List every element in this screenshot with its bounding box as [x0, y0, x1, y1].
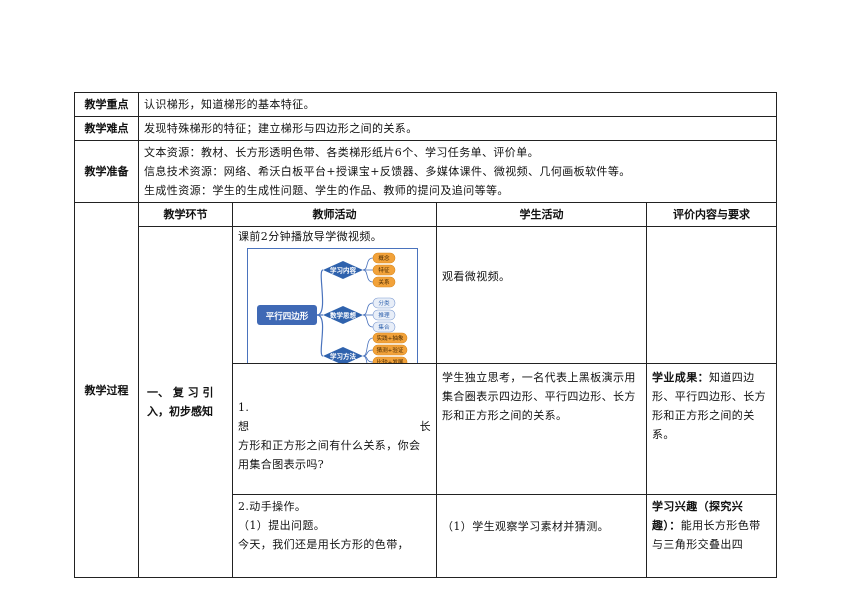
prep-line-generated-resources: 生成性资源：学生的生成性问题、学生的作品、教师的提问及追问等等。 [144, 184, 509, 197]
mindmap-leaf-pill [372, 321, 396, 333]
teacher-task1-hidden: 想 [238, 420, 250, 433]
teacher-ops-line-3: 今天，我们还是用长方形的色带， [238, 538, 409, 551]
mindmap-leaf-pill [372, 252, 396, 264]
mindmap-leaf-label: 概念 [378, 254, 390, 262]
mindmap-leaf-connector [362, 355, 368, 363]
mindmap-leaf-pill [372, 264, 396, 276]
mindmap-leaf-pill [372, 276, 396, 288]
mindmap-branches: 学习内容概念特征关系数学思想分类推理集合学习方法实践+抽象猜测+验证比较+发展集… [323, 252, 408, 363]
difficulty-text: 发现特殊梯形的特征；建立梯形与四边形之间的关系。 [138, 116, 777, 141]
header-stage: 教学环节 [138, 202, 233, 227]
teacher-ops-line-1: 2.动手操作。 [238, 500, 307, 513]
evaluation-interest-text: 能用长方形色带与三角形交叠出四 [652, 519, 761, 551]
prep-label: 教学准备 [74, 140, 139, 203]
student-think-cell: 学生独立思考，一名代表上黑板演示用集合圈表示四边形、平行四边形、长方形和正方形之… [436, 363, 647, 495]
mindmap-leaf-pill [372, 309, 396, 321]
key-point-text: 认识梯形，知道梯形的基本特征。 [138, 92, 777, 117]
mindmap-leaf-label: 比较+发展 [376, 358, 403, 363]
teacher-pre-class-cell: 课前2分钟播放导学微视频。 平行四边形 学习内容 概念特征关系数学思想 分类推理集合… [232, 226, 437, 364]
mindmap-branch-label: 学习内容 [330, 266, 357, 275]
teacher-task1-rest: 方形和正方形之间有什么关系，你会用集合图表示吗? [238, 439, 421, 471]
mindmap-branch-diamond [323, 347, 363, 363]
mindmap-leaf-label: 实践+抽象 [376, 334, 403, 342]
mindmap-branch-label: 数学思想 [330, 311, 357, 320]
difficulty-row: 教学难点 发现特殊梯形的特征；建立梯形与四边形之间的关系。 [74, 116, 777, 141]
task1-row: 1. 想 长 方形和正方形之间有什么关系，你会用集合图表示吗? 学生独立思考，一名… [75, 363, 777, 495]
prep-text: 文本资源：教材、长方形透明色带、各类梯形纸片6个、学习任务单、评价单。 信息技术… [138, 140, 777, 203]
key-point-label: 教学重点 [74, 92, 139, 117]
student-observe-cell: （1）学生观察学习素材并猜测。 [436, 494, 647, 578]
mindmap-connectors [316, 269, 324, 357]
teacher-task1-side: 长 [419, 420, 431, 433]
mindmap-leaf-connector [362, 269, 374, 283]
teacher-task1-prefix: 1. [238, 401, 250, 414]
mindmap-leaf-pill [372, 356, 408, 363]
mindmap-leaf-label: 猜测+验证 [376, 346, 403, 354]
prep-row: 教学准备 文本资源：教材、长方形透明色带、各类梯形纸片6个、学习任务单、评价单。… [74, 140, 777, 203]
difficulty-label: 教学难点 [74, 116, 139, 141]
mindmap-leaf-pill [372, 344, 408, 356]
evaluation-outcome-cell: 学业成果：知道四边形、平行四边形、长方形和正方形之间的关系。 [646, 363, 777, 495]
mindmap-center-label: 平行四边形 [266, 311, 309, 322]
mindmap-connector [316, 269, 324, 316]
prep-line-it-resources: 信息技术资源：网络、希沃白板平台+授课宝+反馈器、多媒体课件、微视频、几何画板软… [144, 165, 631, 178]
evaluation-outcome-text: 知道四边形、平行四边形、长方形和正方形之间的关系。 [652, 371, 766, 441]
teacher-pre-class-text: 课前2分钟播放导学微视频。 [238, 230, 383, 243]
mindmap-leaf-label: 集合 [378, 323, 390, 331]
mindmap-leaf-pill [372, 332, 408, 344]
mindmap-leaf-label: 推理 [378, 311, 390, 319]
mindmap-leaf-label: 特征 [378, 266, 390, 274]
evaluation-outcome-label: 学业成果： [652, 371, 709, 384]
process-label: 教学过程 [74, 202, 139, 578]
key-point-row: 教学重点 认识梯形，知道梯形的基本特征。 [74, 92, 777, 117]
mindmap-leaf-connector [362, 314, 374, 328]
header-student: 学生活动 [436, 202, 647, 227]
mindmap-center-node: 平行四边形 [257, 305, 317, 325]
header-evaluation: 评价内容与要求 [646, 202, 777, 227]
stage-review: 一、 复 习 引 入，初步感知 [138, 226, 233, 578]
mindmap-connector [316, 314, 324, 357]
teacher-ops-cell: 2.动手操作。 （1）提出问题。 今天，我们还是用长方形的色带， [232, 494, 437, 578]
student-watch-cell: 观看微视频。 [436, 226, 647, 364]
mindmap-leaf-pill [372, 297, 396, 309]
evaluation-interest-cell: 学习兴趣（探究兴趣）：能用长方形色带与三角形交叠出四 [646, 494, 777, 578]
mindmap-branch-diamond [323, 261, 363, 279]
mindmap-branch-label: 学习方法 [330, 352, 357, 361]
operation-row: 2.动手操作。 （1）提出问题。 今天，我们还是用长方形的色带， （1）学生观察… [75, 494, 777, 578]
teacher-ops-line-2: （1）提出问题。 [238, 519, 326, 532]
mindmap-leaf-label: 分类 [378, 299, 390, 307]
mindmap-branch-diamond [323, 306, 363, 324]
mindmap-leaf-label: 关系 [378, 278, 390, 286]
prep-line-text-resources: 文本资源：教材、长方形透明色带、各类梯形纸片6个、学习任务单、评价单。 [144, 146, 539, 159]
mindmap-container: 平行四边形 学习内容 概念特征关系数学思想 分类推理集合学习方法 实践+抽象猜测+验证… [238, 246, 431, 363]
process-header-row: 教学过程 教学环节 教师活动 学生活动 评价内容与要求 [74, 202, 777, 578]
lesson-plan-table: 教学重点 认识梯形，知道梯形的基本特征。 教学难点 发现特殊梯形的特征；建立梯形… [74, 92, 777, 578]
evaluation-interest-label: 学习兴趣（探究兴趣）： [652, 500, 744, 532]
header-teacher: 教师活动 [232, 202, 437, 227]
teacher-task1-cell: 1. 想 长 方形和正方形之间有什么关系，你会用集合图表示吗? [232, 363, 437, 495]
pre-class-row: 一、 复 习 引 入，初步感知 课前2分钟播放导学微视频。 平行四边形 学习内容… [75, 226, 777, 578]
evaluation-empty-cell [646, 226, 777, 364]
